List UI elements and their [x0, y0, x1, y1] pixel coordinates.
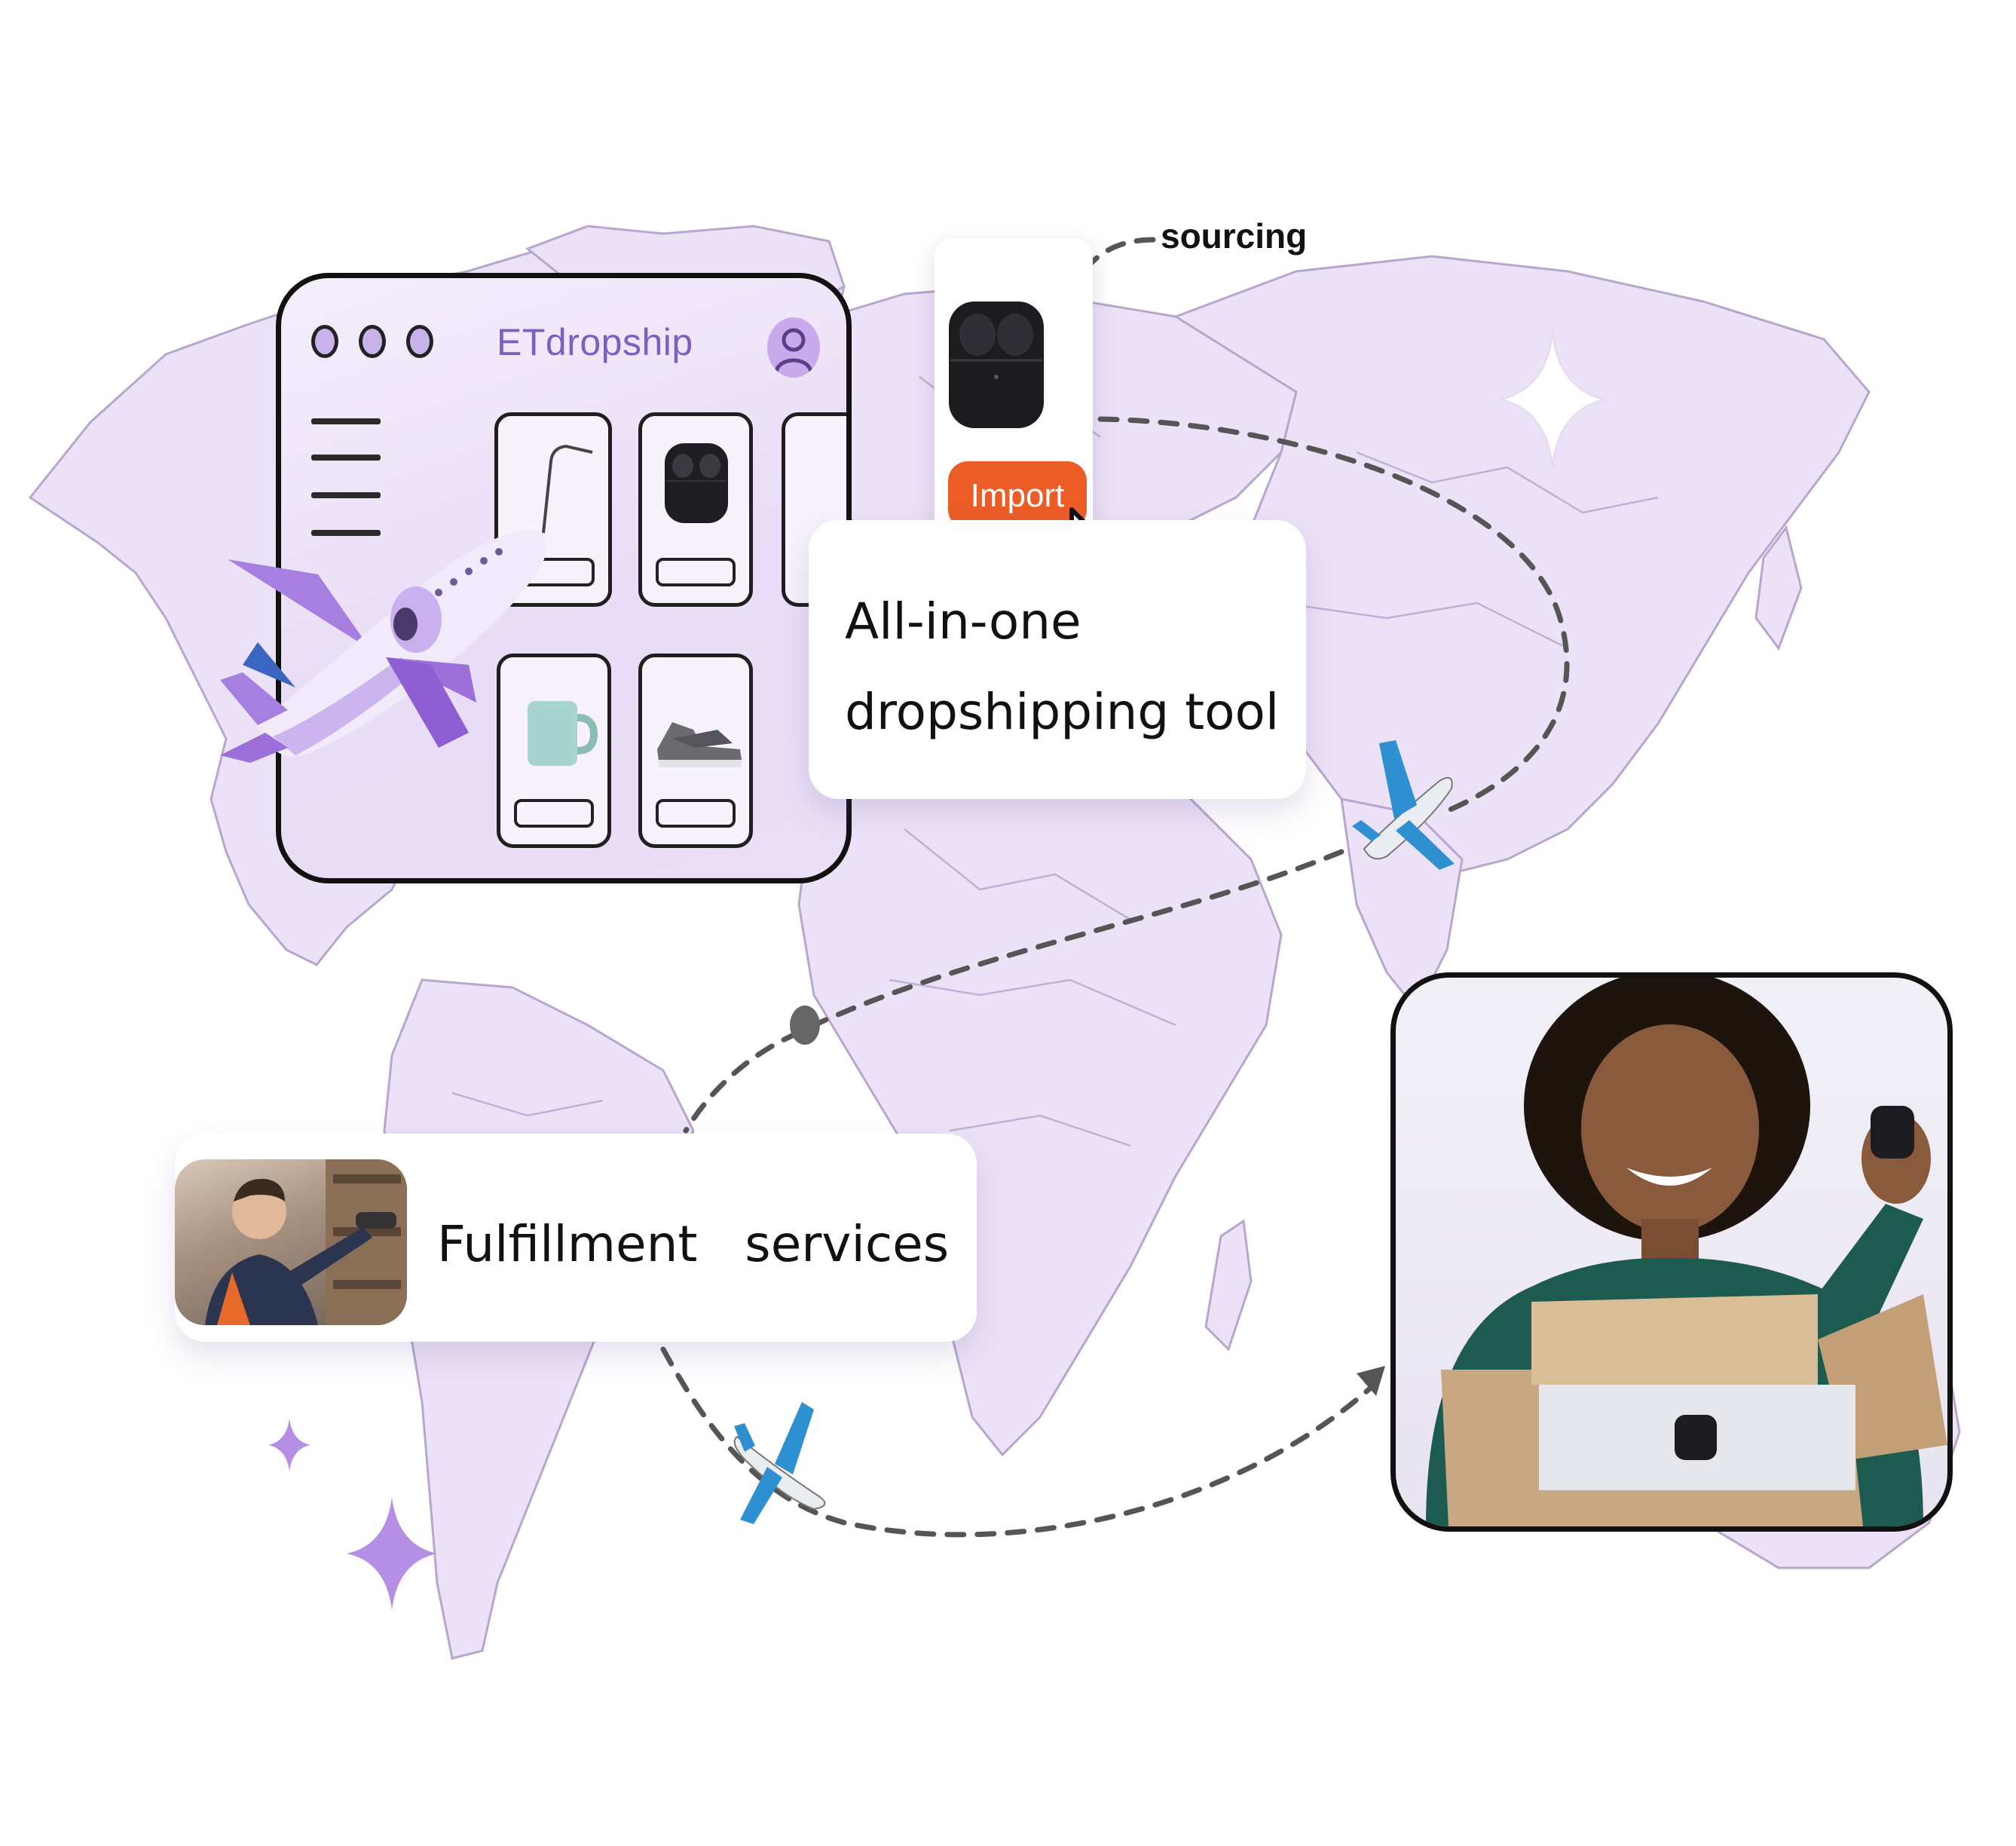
- product-card-earbuds[interactable]: [638, 412, 753, 607]
- product-card-mug[interactable]: [497, 654, 611, 848]
- customer-photo: [1390, 972, 1953, 1532]
- product-card-cane[interactable]: [494, 412, 612, 607]
- sparkle-icon: [1500, 332, 1605, 467]
- sparkle-icon: [347, 1497, 437, 1610]
- feature-card-line2: dropshipping tool: [845, 683, 1280, 741]
- window-control-dot[interactable]: [406, 325, 433, 358]
- avatar-icon[interactable]: [767, 317, 820, 378]
- route-asia-africa: [811, 849, 1345, 1028]
- earbuds-case-icon: [949, 302, 1044, 428]
- island-japan: [1754, 525, 1803, 651]
- earbuds-case-icon: [665, 443, 728, 523]
- menu-line: [311, 530, 381, 536]
- card-bar: [656, 799, 736, 828]
- product-popup[interactable]: Import: [935, 238, 1093, 562]
- route-africa-fulfillment: [683, 1030, 802, 1134]
- mug-icon: [528, 701, 598, 766]
- menu-line: [311, 455, 381, 461]
- island-madagascar: [1204, 1219, 1253, 1352]
- airplane-icon: [733, 1402, 826, 1524]
- feature-card-line1: All-in-one: [845, 592, 1081, 651]
- fulfillment-card: Fulfillment services: [175, 1134, 977, 1342]
- product-card-sneakers[interactable]: [638, 654, 753, 848]
- feature-card: All-in-one dropshipping tool: [809, 520, 1306, 799]
- sneakers-icon: [657, 722, 742, 767]
- menu-line: [311, 418, 381, 424]
- arrow-head-customer: [1357, 1366, 1385, 1396]
- window-control-dot[interactable]: [311, 325, 338, 358]
- route-waypoint: [790, 1006, 820, 1045]
- import-button[interactable]: Import: [948, 461, 1087, 529]
- route-fulfillment-customer: [660, 1346, 1375, 1538]
- airplane-icon: [1352, 740, 1455, 870]
- worker-photo: [175, 1159, 407, 1325]
- app-title: ETdropship: [497, 321, 693, 363]
- card-bar: [514, 799, 594, 828]
- window-control-dot[interactable]: [359, 325, 386, 358]
- sparkle-icon: [268, 1419, 311, 1471]
- route-europe-asia: [1097, 416, 1570, 817]
- menu-line: [311, 492, 381, 498]
- app-window[interactable]: ETdropship: [276, 273, 852, 883]
- airplane-icon: [220, 529, 546, 763]
- sourcing-label: sourcing: [1161, 216, 1308, 256]
- fulfillment-label: Fulfillment services: [437, 1215, 950, 1273]
- card-bar: [656, 558, 736, 586]
- walking-cane-icon: [542, 444, 593, 534]
